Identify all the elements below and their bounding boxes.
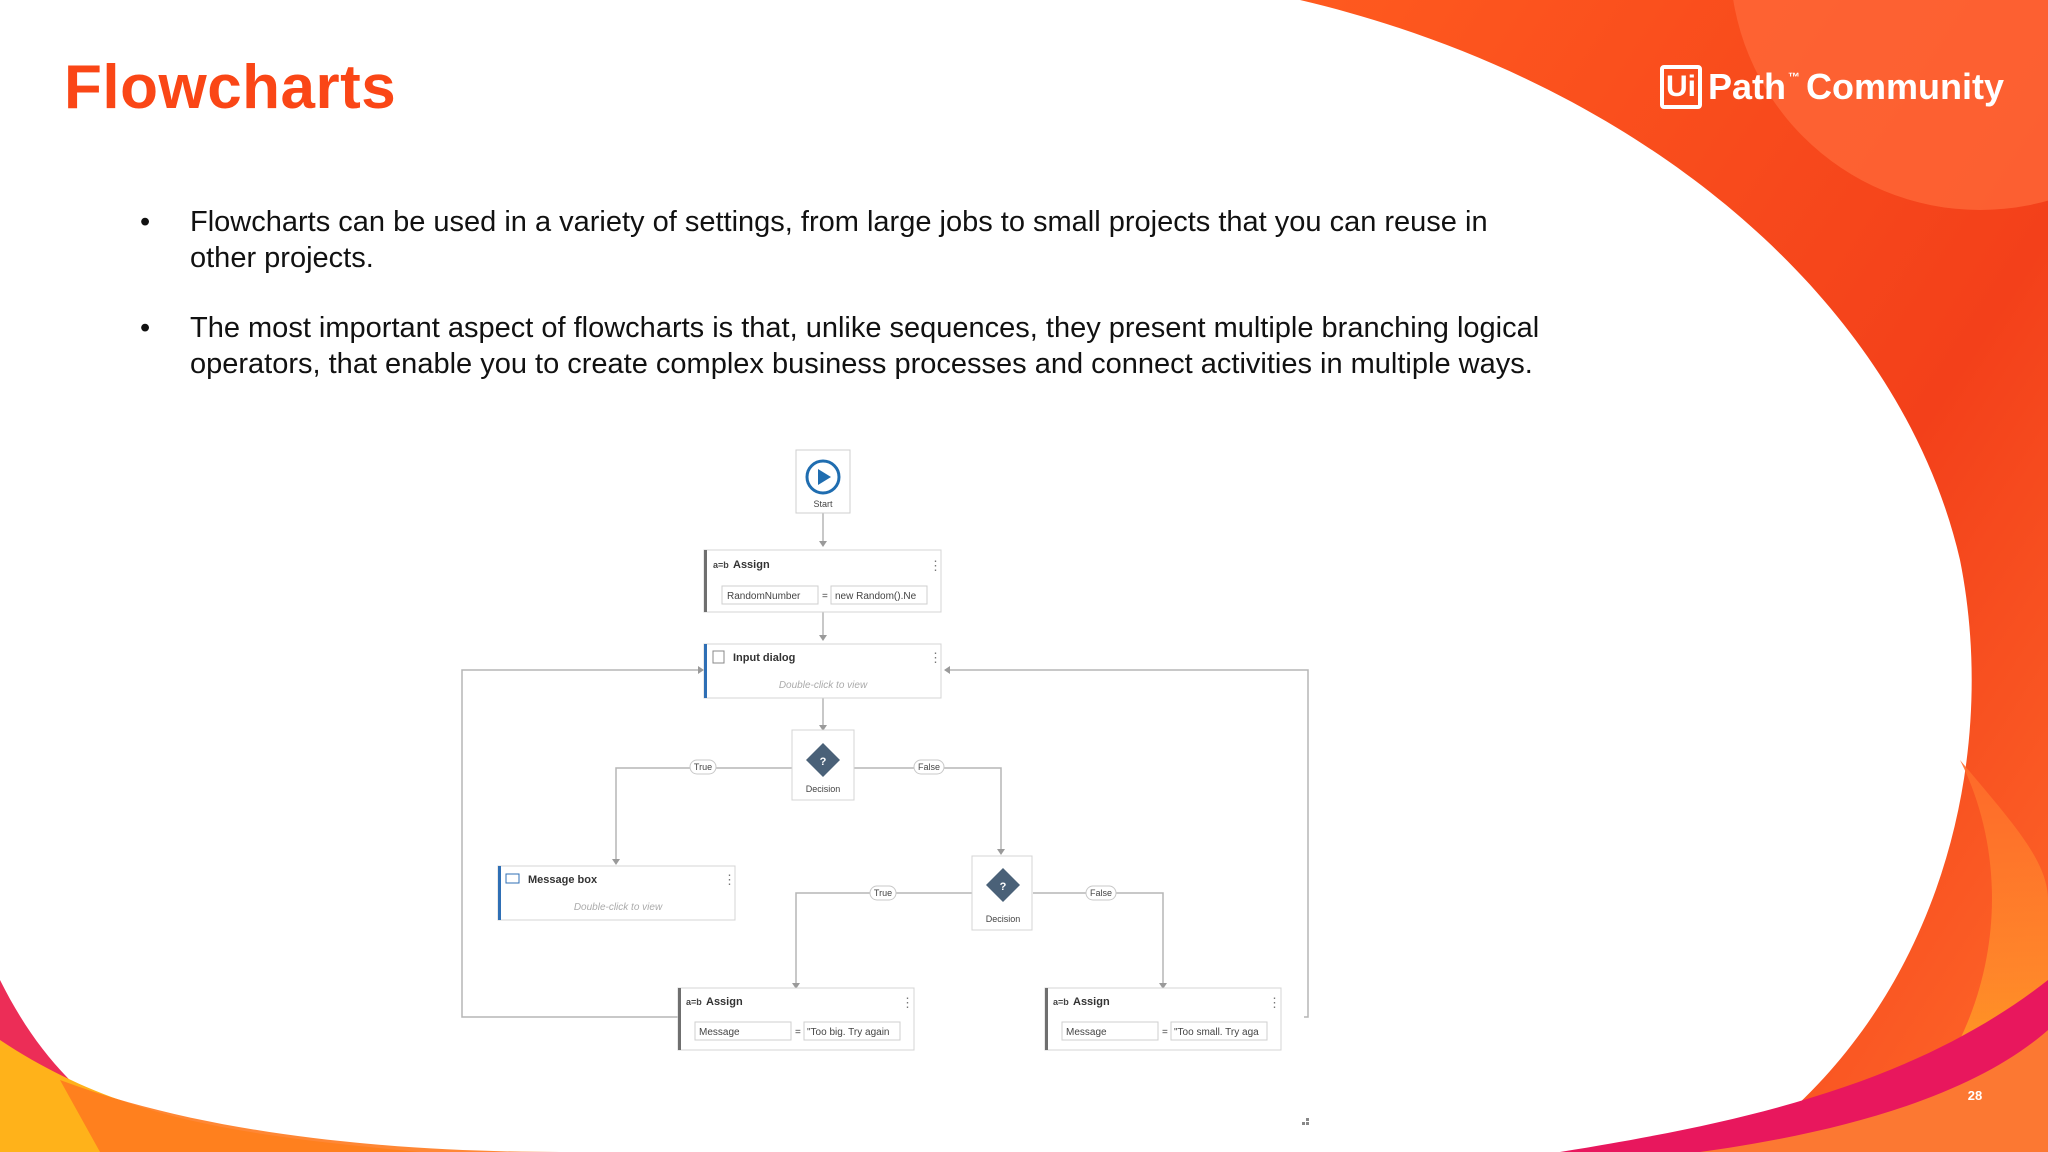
equals-sign: = <box>822 591 828 602</box>
assign-to-value: Message <box>699 1027 740 1038</box>
assign-activity-right[interactable]: a=b Assign ⋮ Message = "Too small. Try a… <box>1045 988 1281 1050</box>
more-options-icon[interactable]: ⋮ <box>929 558 942 573</box>
activity-hint: Double-click to view <box>779 680 868 691</box>
activity-title: Message box <box>528 874 598 886</box>
assign-to-value: Message <box>1066 1027 1107 1038</box>
activity-title: Assign <box>733 559 770 571</box>
true-label: True <box>874 888 892 898</box>
uipath-community-logo: Ui Path ™ Community <box>1660 62 2004 112</box>
logo-path-text: Path <box>1708 66 1786 108</box>
more-options-icon[interactable]: ⋮ <box>929 650 942 665</box>
decision-node-1[interactable]: ? Decision True False <box>690 730 944 800</box>
activity-title: Assign <box>1073 996 1110 1008</box>
assign-icon: a=b <box>686 997 702 1007</box>
assign-activity-left[interactable]: a=b Assign ⋮ Message = "Too big. Try aga… <box>678 988 914 1050</box>
bullet-item: Flowcharts can be used in a variety of s… <box>136 204 1556 276</box>
logo-trademark: ™ <box>1788 70 1800 84</box>
decision-label: Decision <box>806 784 841 794</box>
page-number: 28 <box>1960 1088 1990 1103</box>
assign-value: "Too big. Try again <box>807 1027 890 1038</box>
assign-activity-top[interactable]: a=b Assign ⋮ RandomNumber = new Random()… <box>704 550 942 612</box>
dialog-icon <box>713 651 724 663</box>
assign-value: "Too small. Try aga <box>1174 1027 1259 1038</box>
bullet-item: The most important aspect of flowcharts … <box>136 310 1556 382</box>
resize-grip-icon[interactable] <box>1302 1118 1309 1125</box>
false-label: False <box>918 762 940 772</box>
message-icon <box>506 874 519 883</box>
false-label: False <box>1090 888 1112 898</box>
equals-sign: = <box>1162 1027 1168 1038</box>
assign-icon: a=b <box>713 560 729 570</box>
assign-value: new Random().Ne <box>835 591 917 602</box>
activity-hint: Double-click to view <box>574 902 663 913</box>
activity-title: Input dialog <box>733 652 795 664</box>
slide-title: Flowcharts <box>64 52 396 123</box>
svg-text:?: ? <box>820 756 827 768</box>
activity-title: Assign <box>706 996 743 1008</box>
bullet-list: Flowcharts can be used in a variety of s… <box>136 204 1556 416</box>
decision-label: Decision <box>986 914 1021 924</box>
more-options-icon[interactable]: ⋮ <box>723 872 736 887</box>
more-options-icon[interactable]: ⋮ <box>901 995 914 1010</box>
assign-icon: a=b <box>1053 997 1069 1007</box>
input-dialog-activity[interactable]: Input dialog ⋮ Double-click to view <box>704 644 942 698</box>
equals-sign: = <box>795 1027 801 1038</box>
logo-ui-box: Ui <box>1660 65 1702 109</box>
message-box-activity[interactable]: Message box ⋮ Double-click to view <box>498 866 736 920</box>
svg-text:?: ? <box>1000 881 1007 893</box>
more-options-icon[interactable]: ⋮ <box>1268 995 1281 1010</box>
true-label: True <box>694 762 712 772</box>
start-label: Start <box>813 499 833 509</box>
flowchart-diagram: Start a=b Assign ⋮ RandomNumber = new Ra… <box>440 440 1340 1140</box>
start-node[interactable]: Start <box>796 450 850 513</box>
assign-to-value: RandomNumber <box>727 591 801 602</box>
logo-community-text: Community <box>1806 66 2004 108</box>
